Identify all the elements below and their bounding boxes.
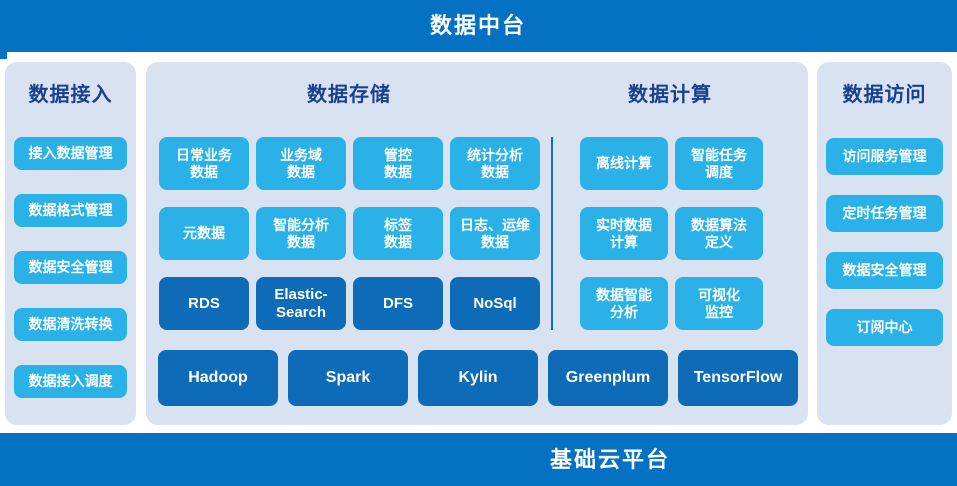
ingest-chip: 接入数据管理	[14, 137, 127, 170]
storage-chip: 统计分析 数据	[450, 137, 540, 190]
tech-chip: Spark	[288, 350, 408, 406]
compute-chip: 智能任务 调度	[675, 137, 763, 190]
compute-chip: 数据智能 分析	[580, 277, 668, 330]
data-compute-grid: 离线计算 智能任务 调度 实时数据 计算 数据算法 定义 数据智能 分析 可视化…	[580, 137, 763, 330]
access-chip: 数据安全管理	[826, 252, 943, 289]
storage-chip: 元数据	[159, 207, 249, 260]
storage-chip: 标签 数据	[353, 207, 443, 260]
storage-tech-chip: Elastic- Search	[256, 277, 346, 330]
tech-chip: Greenplum	[548, 350, 668, 406]
storage-chip: 管控 数据	[353, 137, 443, 190]
storage-chip: 日常业务 数据	[159, 137, 249, 190]
access-chip: 定时任务管理	[826, 195, 943, 232]
compute-chip: 实时数据 计算	[580, 207, 668, 260]
compute-chip: 离线计算	[580, 137, 668, 190]
data-ingest-list: 接入数据管理 数据格式管理 数据安全管理 数据清洗转换 数据接入调度	[14, 137, 127, 398]
access-chip: 订阅中心	[826, 309, 943, 346]
ingest-chip: 数据清洗转换	[14, 308, 127, 341]
bottom-banner: 基础云平台	[0, 433, 957, 486]
top-banner-title: 数据中台	[429, 13, 527, 38]
tech-chip: Kylin	[418, 350, 538, 406]
storage-compute-panel: 数据存储 数据计算 日常业务 数据 业务域 数据 管控 数据 统计分析 数据 元…	[146, 62, 808, 425]
storage-tech-chip: NoSql	[450, 277, 540, 330]
data-compute-title: 数据计算	[628, 84, 712, 106]
bottom-banner-title: 基础云平台	[549, 447, 671, 472]
ingest-chip: 数据接入调度	[14, 365, 127, 398]
data-ingest-title: 数据接入	[28, 84, 113, 106]
storage-tech-chip: RDS	[159, 277, 249, 330]
data-access-panel: 数据访问 访问服务管理 定时任务管理 数据安全管理 订阅中心	[817, 62, 952, 425]
data-storage-title: 数据存储	[307, 84, 391, 106]
data-access-title: 数据访问	[842, 84, 927, 106]
data-access-list: 访问服务管理 定时任务管理 数据安全管理 订阅中心	[826, 138, 943, 346]
tech-stack-row: Hadoop Spark Kylin Greenplum TensorFlow	[158, 350, 798, 406]
storage-chip: 智能分析 数据	[256, 207, 346, 260]
access-chip: 访问服务管理	[826, 138, 943, 175]
storage-chip: 日志、运维 数据	[450, 207, 540, 260]
storage-tech-chip: DFS	[353, 277, 443, 330]
data-ingest-panel: 数据接入 接入数据管理 数据格式管理 数据安全管理 数据清洗转换 数据接入调度	[5, 62, 136, 425]
ingest-chip: 数据安全管理	[14, 251, 127, 284]
tech-chip: Hadoop	[158, 350, 278, 406]
storage-compute-divider	[551, 137, 553, 330]
compute-chip: 可视化 监控	[675, 277, 763, 330]
top-banner-left-notch	[0, 52, 7, 59]
ingest-chip: 数据格式管理	[14, 194, 127, 227]
data-storage-grid: 日常业务 数据 业务域 数据 管控 数据 统计分析 数据 元数据 智能分析 数据…	[159, 137, 540, 330]
tech-chip: TensorFlow	[678, 350, 798, 406]
top-banner: 数据中台	[0, 0, 957, 52]
storage-chip: 业务域 数据	[256, 137, 346, 190]
compute-chip: 数据算法 定义	[675, 207, 763, 260]
